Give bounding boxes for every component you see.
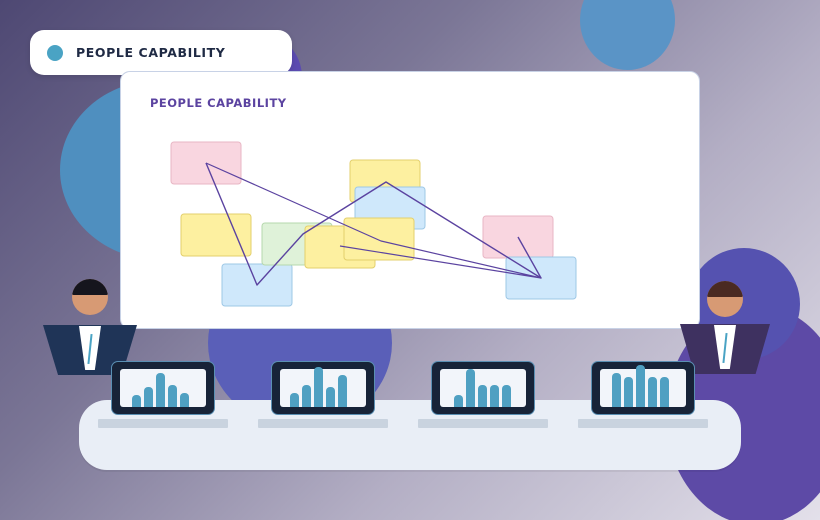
bar-chart-icon (168, 385, 177, 407)
laptop-screen (600, 365, 686, 407)
bar-chart-icon (454, 395, 463, 407)
bar-chart-icon (144, 387, 153, 407)
bar-chart-icon (624, 377, 633, 407)
bar-chart-icon (466, 369, 475, 407)
board-title: PEOPLE CAPABILITY (150, 96, 287, 110)
presentation-board: PEOPLE CAPABILITY (120, 71, 700, 329)
laptop (111, 361, 215, 415)
sticky-note-yellow (180, 213, 252, 257)
bar-chart-icon (156, 373, 165, 407)
bar-chart-icon (180, 393, 189, 407)
bar-chart-icon (612, 373, 621, 407)
laptop-screen (280, 367, 366, 407)
bar-chart-icon (478, 385, 487, 407)
background-blob-blue-top (580, 0, 675, 70)
desk-slot (258, 419, 388, 428)
bar-chart-icon (636, 365, 645, 407)
sticky-note-canvas (170, 141, 577, 307)
laptop (431, 361, 535, 415)
bar-chart-icon (648, 377, 657, 407)
sticky-note-yellow (343, 217, 415, 261)
section-label-text: PEOPLE CAPABILITY (76, 45, 226, 60)
bar-chart-icon (290, 393, 299, 407)
bar-chart-icon (338, 375, 347, 407)
desk-slot (578, 419, 708, 428)
connector-line-secondary (205, 162, 542, 279)
bar-chart-icon (326, 387, 335, 407)
desk-slot (418, 419, 548, 428)
bar-chart-icon (302, 385, 311, 407)
bar-chart-icon (502, 385, 511, 407)
bar-chart-icon (490, 385, 499, 407)
laptop-screen (120, 369, 206, 407)
presenter-right-head (707, 281, 743, 317)
bar-chart-icon (660, 377, 669, 407)
laptop-screen (440, 369, 526, 407)
desk-slot (98, 419, 228, 428)
section-label: PEOPLE CAPABILITY (30, 30, 292, 75)
presenter-left-head (72, 279, 108, 315)
connector-line (205, 162, 542, 286)
laptop (591, 361, 695, 415)
bar-chart-icon (314, 367, 323, 407)
bar-chart-icon (132, 395, 141, 407)
bullet-dot-icon (47, 45, 63, 61)
laptop (271, 361, 375, 415)
